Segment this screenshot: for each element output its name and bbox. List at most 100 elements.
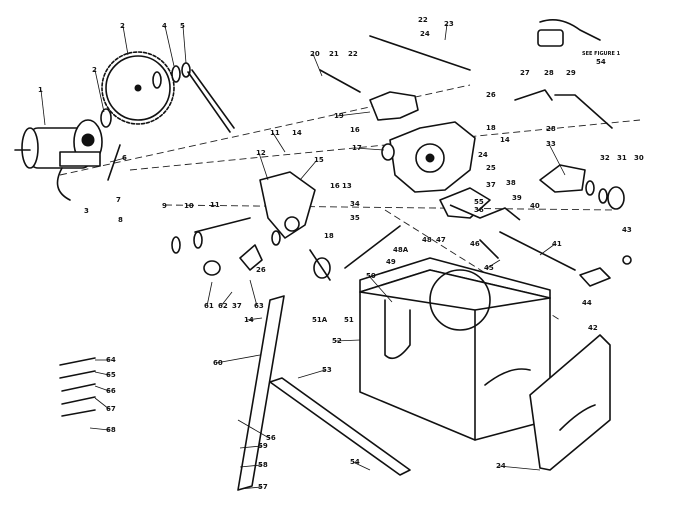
- callout-6: 6: [122, 154, 127, 162]
- arbor-housing: [381, 121, 491, 219]
- leader-line: [297, 369, 326, 379]
- callout-14b: 14: [500, 136, 510, 144]
- callout-59: 59: [258, 442, 268, 450]
- callout-38: 38: [506, 179, 516, 187]
- callout-53: 53: [322, 366, 332, 374]
- callout-2b: 2: [92, 66, 97, 74]
- leader-line: [334, 339, 361, 342]
- callout-13: 13: [342, 182, 352, 190]
- callout-55: 55: [474, 198, 484, 206]
- callout-63: 63: [254, 302, 264, 310]
- callout-33: 33: [546, 140, 556, 148]
- callout-18a: 18: [486, 124, 496, 132]
- legs: [237, 295, 411, 491]
- callout-54b: 54: [350, 458, 360, 466]
- callout-28b: 28: [546, 125, 556, 133]
- callout-16a: 16: [330, 182, 340, 190]
- leader-line: [122, 25, 129, 56]
- callout-19: 19: [334, 112, 344, 120]
- leader-line: [539, 243, 556, 256]
- callout-26a: 26: [486, 91, 496, 99]
- leader-line: [109, 157, 126, 163]
- callout-51a: 51A: [312, 316, 328, 324]
- see-figure-note: SEE FIGURE 1: [582, 51, 621, 57]
- callout-4: 4: [162, 22, 167, 30]
- callout-45: 45: [484, 264, 494, 272]
- callout-65: 65: [106, 371, 116, 379]
- leader-line: [548, 143, 566, 176]
- callout-18b: 18: [324, 232, 334, 240]
- callout-28a: 28: [544, 69, 554, 77]
- callout-37a: 37: [486, 181, 496, 189]
- leader-line: [272, 132, 286, 153]
- callout-39: 39: [512, 194, 522, 202]
- callout-5: 5: [180, 22, 185, 30]
- leader-line: [220, 291, 233, 307]
- callout-49: 49: [386, 258, 396, 266]
- callout-36: 36: [474, 206, 484, 214]
- leader-line: [239, 445, 262, 449]
- callout-14a: 14: [292, 129, 302, 137]
- callout-11a: 11: [270, 129, 280, 137]
- callout-57: 57: [258, 483, 268, 491]
- leader-line: [312, 53, 323, 77]
- trunnion-parts: [171, 171, 331, 281]
- leader-line: [354, 147, 385, 151]
- callout-61: 61: [204, 302, 214, 310]
- callout-11b: 11: [210, 201, 220, 209]
- leader-line: [299, 159, 318, 181]
- callout-34: 34: [350, 200, 360, 208]
- leader-line: [444, 23, 448, 41]
- callout-54a: 54: [596, 58, 606, 66]
- callout-14c: 14: [244, 316, 254, 324]
- leader-line: [89, 427, 110, 431]
- callout-15: 15: [314, 156, 324, 164]
- leader-line: [40, 89, 46, 126]
- callout-27: 27: [520, 69, 530, 77]
- callout-60: 60: [213, 359, 223, 367]
- callout-24a: 24: [420, 30, 430, 38]
- callout-24c: 24: [496, 462, 506, 470]
- callout-22a: 22: [418, 16, 428, 24]
- callout-8: 8: [118, 216, 123, 224]
- callout-48: 48: [422, 236, 432, 244]
- saw-blade-assembly: [100, 51, 235, 181]
- leader-line: [215, 354, 261, 364]
- callout-68: 68: [106, 426, 116, 434]
- callout-40: 40: [530, 202, 540, 210]
- cabinet: [359, 257, 551, 441]
- callout-10: 10: [184, 202, 194, 210]
- callout-47: 47: [436, 236, 446, 244]
- callout-62: 62: [218, 302, 228, 310]
- hardware-legend: [59, 357, 96, 417]
- leader-line: [352, 461, 371, 471]
- callout-64: 64: [106, 356, 116, 364]
- callout-12: 12: [256, 149, 266, 157]
- leader-line: [94, 69, 105, 113]
- callout-21: 21: [329, 50, 339, 58]
- callout-31: 31: [617, 154, 627, 162]
- callout-16b: 16: [350, 126, 360, 134]
- callout-51: 51: [344, 316, 354, 324]
- motor: [14, 119, 103, 201]
- callout-66: 66: [106, 387, 116, 395]
- callout-23: 23: [444, 20, 454, 28]
- callout-48a: 48A: [393, 246, 409, 254]
- leader-line: [249, 279, 258, 307]
- leader-line: [206, 281, 213, 307]
- leader-line: [182, 25, 187, 64]
- callout-67: 67: [106, 405, 116, 413]
- callout-42: 42: [588, 324, 598, 332]
- leader-line: [94, 385, 110, 392]
- callout-56: 56: [266, 434, 276, 442]
- leader-line: [498, 465, 541, 471]
- side-panel: [529, 334, 611, 471]
- callout-35: 35: [350, 214, 360, 222]
- right-side-parts: [344, 164, 632, 287]
- callout-46: 46: [470, 240, 480, 248]
- callout-3: 3: [84, 207, 89, 215]
- callout-37b: 37: [232, 302, 242, 310]
- leader-line: [368, 275, 393, 303]
